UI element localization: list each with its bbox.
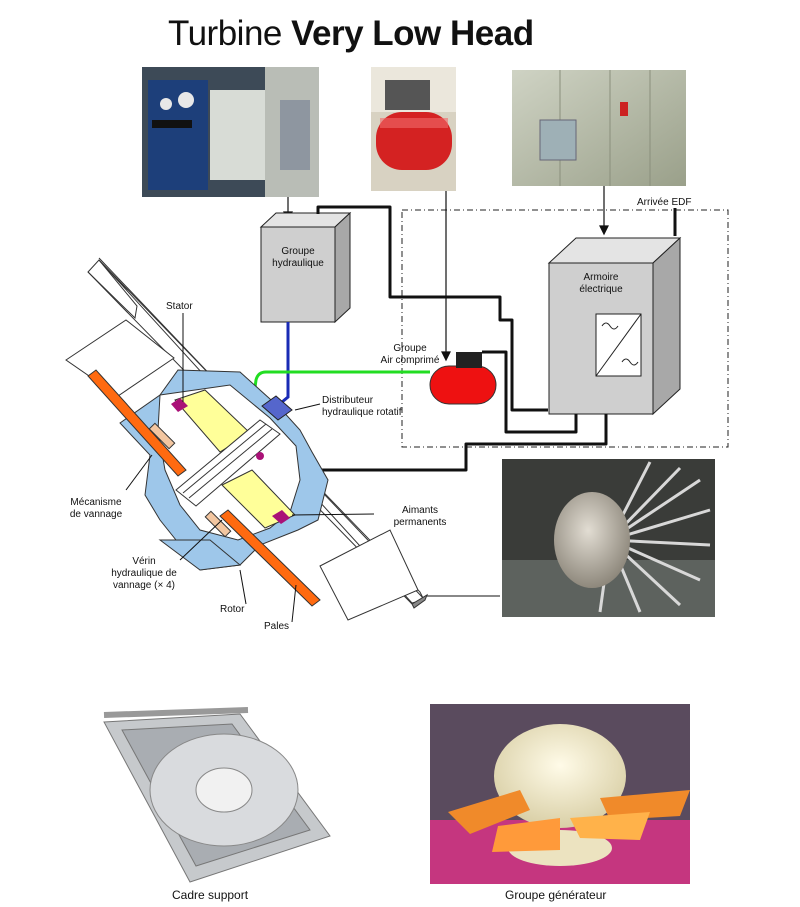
electrical-boundary [401, 209, 729, 448]
generator-caption: Groupe générateur [505, 888, 607, 902]
gate-cylinder-label: Vérin hydraulique de vannage (× 4) [111, 556, 177, 591]
hydraulic-group-box [259, 211, 352, 324]
stator-label: Stator [166, 301, 193, 312]
photo-electrical-cabinet [512, 70, 686, 186]
frame-support-caption: Cadre support [172, 888, 249, 902]
rotor-label: Rotor [220, 604, 245, 615]
electrical-cabinet-box [547, 236, 682, 416]
edf-supply-label: Arrivée EDF [637, 197, 692, 208]
page-title: Turbine Very Low Head [168, 14, 534, 53]
permanent-magnets-label: Aimants permanents [393, 505, 447, 528]
air-compressor-icon [429, 352, 497, 405]
rotary-distributor-label: Distributeur hydraulique rotatif [322, 395, 402, 418]
generator-photo [430, 704, 690, 884]
hydraulic-group-label: Groupe hydraulique [272, 246, 324, 269]
gate-mechanism-label: Mécanisme de vannage [69, 497, 123, 520]
photo-arrows [283, 186, 609, 362]
air-group-label: Groupe Air comprimé [380, 343, 440, 366]
blades-label: Pales [264, 621, 290, 632]
photo-air-compressor [371, 67, 456, 191]
turbine-section [65, 257, 429, 621]
electrical-cabinet-label: Armoire électrique [579, 272, 623, 295]
photo-hydraulic-unit [142, 67, 319, 197]
label-pointers [125, 313, 500, 623]
frame-support-render [103, 707, 331, 883]
photo-turbine-wheel [502, 459, 715, 617]
